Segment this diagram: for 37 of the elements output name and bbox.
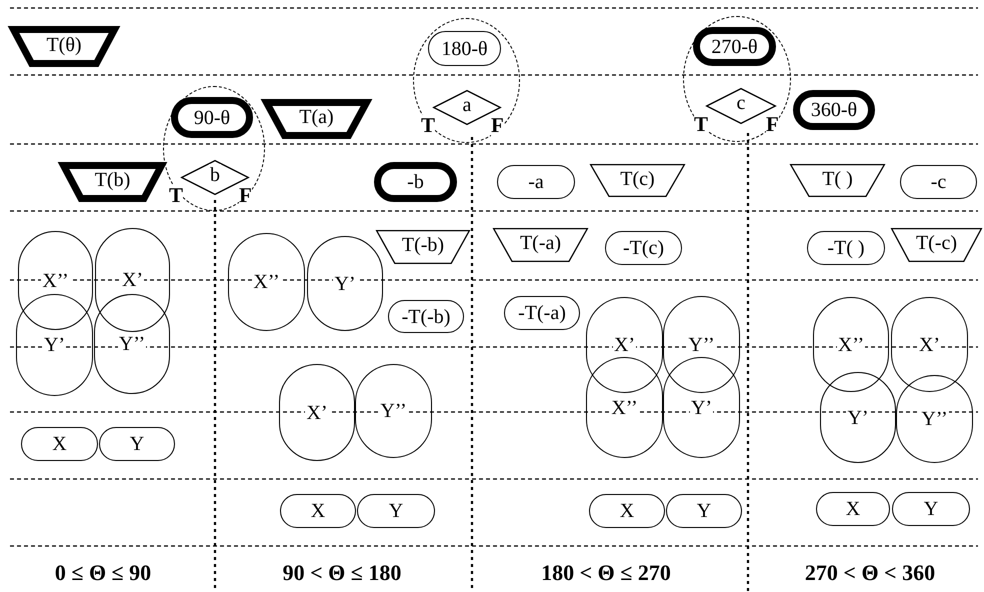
trapezoid-box: T(-a) (493, 228, 588, 262)
trapezoid-box: T( ) (790, 164, 885, 197)
dashed-circle (413, 18, 520, 143)
rounded-box: X (589, 494, 665, 528)
rounded-box: Y (357, 494, 435, 528)
rounded-box: -T(c) (605, 231, 682, 265)
rounded-box: -T(-a) (504, 296, 580, 330)
trapezoid-box: T(θ) (10, 26, 118, 67)
trapezoid-box: T(a) (263, 99, 370, 139)
rounded-box: X (280, 494, 356, 528)
range-label: 0 ≤ Θ ≤ 90 (54, 560, 152, 586)
rounded-box: Y (99, 427, 175, 461)
branch-label: F (239, 185, 252, 206)
range-label: 270 < Θ < 360 (804, 560, 936, 586)
trapezoid-box: T(b) (60, 162, 165, 202)
trapezoid-box: T(c) (590, 164, 685, 197)
rounded-box: 270-θ (693, 27, 776, 66)
rounded-box: X (21, 427, 98, 461)
branch-label: F (491, 115, 504, 136)
branch-label: F (766, 114, 779, 135)
rounded-box: Y (666, 494, 742, 528)
rounded-box: -a (497, 165, 575, 199)
dashed-circle (163, 86, 265, 211)
rounded-box: -c (900, 165, 977, 199)
trapezoid-box: T(-c) (891, 228, 982, 262)
range-label: 180 < Θ ≤ 270 (541, 560, 671, 586)
rounded-box: -T( ) (807, 231, 885, 265)
rounded-box: 360-θ (793, 90, 875, 130)
rounded-box: X (816, 492, 890, 526)
rounded-box: Y (892, 492, 970, 526)
range-label: 90 < Θ ≤ 180 (282, 560, 402, 586)
rounded-box: 180-θ (428, 31, 501, 66)
rounded-box: 90-θ (171, 97, 253, 138)
trapezoid-box: T(-b) (376, 230, 470, 264)
dashed-circle (683, 16, 791, 142)
rounded-box: -T(-b) (388, 300, 464, 333)
rounded-box: -b (374, 162, 457, 202)
